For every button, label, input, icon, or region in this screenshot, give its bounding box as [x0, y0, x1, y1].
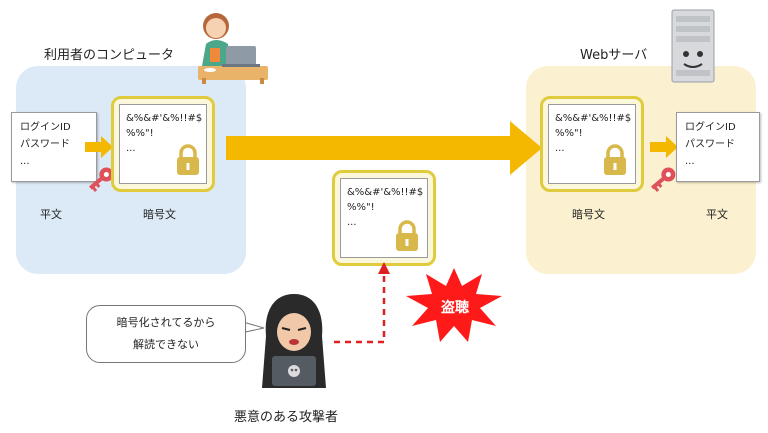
burst-icon: [406, 268, 502, 342]
small-arrow-left: [85, 136, 113, 158]
ciphertext-label-right: 暗号文: [572, 208, 605, 221]
speech-bubble: 暗号化されてるから 解読できない: [86, 305, 246, 363]
hooded-attacker-icon: [262, 294, 326, 388]
password-text: パスワード: [20, 139, 70, 150]
cipher-line-2: %%"!: [555, 128, 583, 139]
user-computer-label: 利用者のコンピュータ: [44, 48, 175, 63]
lock-icon: [396, 220, 418, 251]
lock-icon: [604, 144, 626, 175]
cipher-line-3: ...: [126, 143, 136, 154]
ellipsis-text: ...: [685, 156, 695, 167]
key-icon: [88, 167, 114, 192]
speech-line-2: 解読できない: [133, 338, 199, 351]
plaintext-document-right: ログインID パスワード ...: [676, 112, 760, 182]
login-id-text: ログインID: [20, 122, 71, 133]
plaintext-label-right: 平文: [706, 208, 728, 221]
plaintext-document-left: ログインID パスワード ...: [11, 112, 97, 182]
small-arrow-right: [650, 136, 678, 158]
interception-path: [334, 262, 390, 344]
plaintext-label-left: 平文: [40, 208, 62, 221]
cipher-line-1: &%&#'&%!!#$: [126, 113, 203, 124]
cipher-line-1: &%&#'&%!!#$: [347, 187, 424, 198]
key-icon: [650, 167, 676, 192]
cipher-line-2: %%"!: [126, 128, 154, 139]
person-at-laptop-icon: [198, 13, 268, 84]
server-tower-icon: [671, 9, 715, 83]
wiretap-label: 盗聴: [441, 300, 469, 316]
cipher-line-2: %%"!: [347, 202, 375, 213]
attacker-label: 悪意のある攻撃者: [234, 410, 339, 425]
transmission-arrow: [226, 121, 542, 175]
ciphertext-label-left: 暗号文: [143, 208, 176, 221]
login-id-text: ログインID: [685, 122, 736, 133]
cipher-line-1: &%&#'&%!!#$: [555, 113, 632, 124]
cipher-line-3: ...: [555, 143, 565, 154]
ellipsis-text: ...: [20, 156, 30, 167]
lock-icon: [177, 144, 199, 175]
web-server-label: Webサーバ: [580, 48, 648, 63]
password-text: パスワード: [685, 139, 735, 150]
ciphertext-document-intercepted: &%&#'&%!!#$ %%"! ...: [340, 178, 428, 258]
cipher-line-3: ...: [347, 217, 357, 228]
speech-line-1: 暗号化されてるから: [116, 316, 216, 329]
